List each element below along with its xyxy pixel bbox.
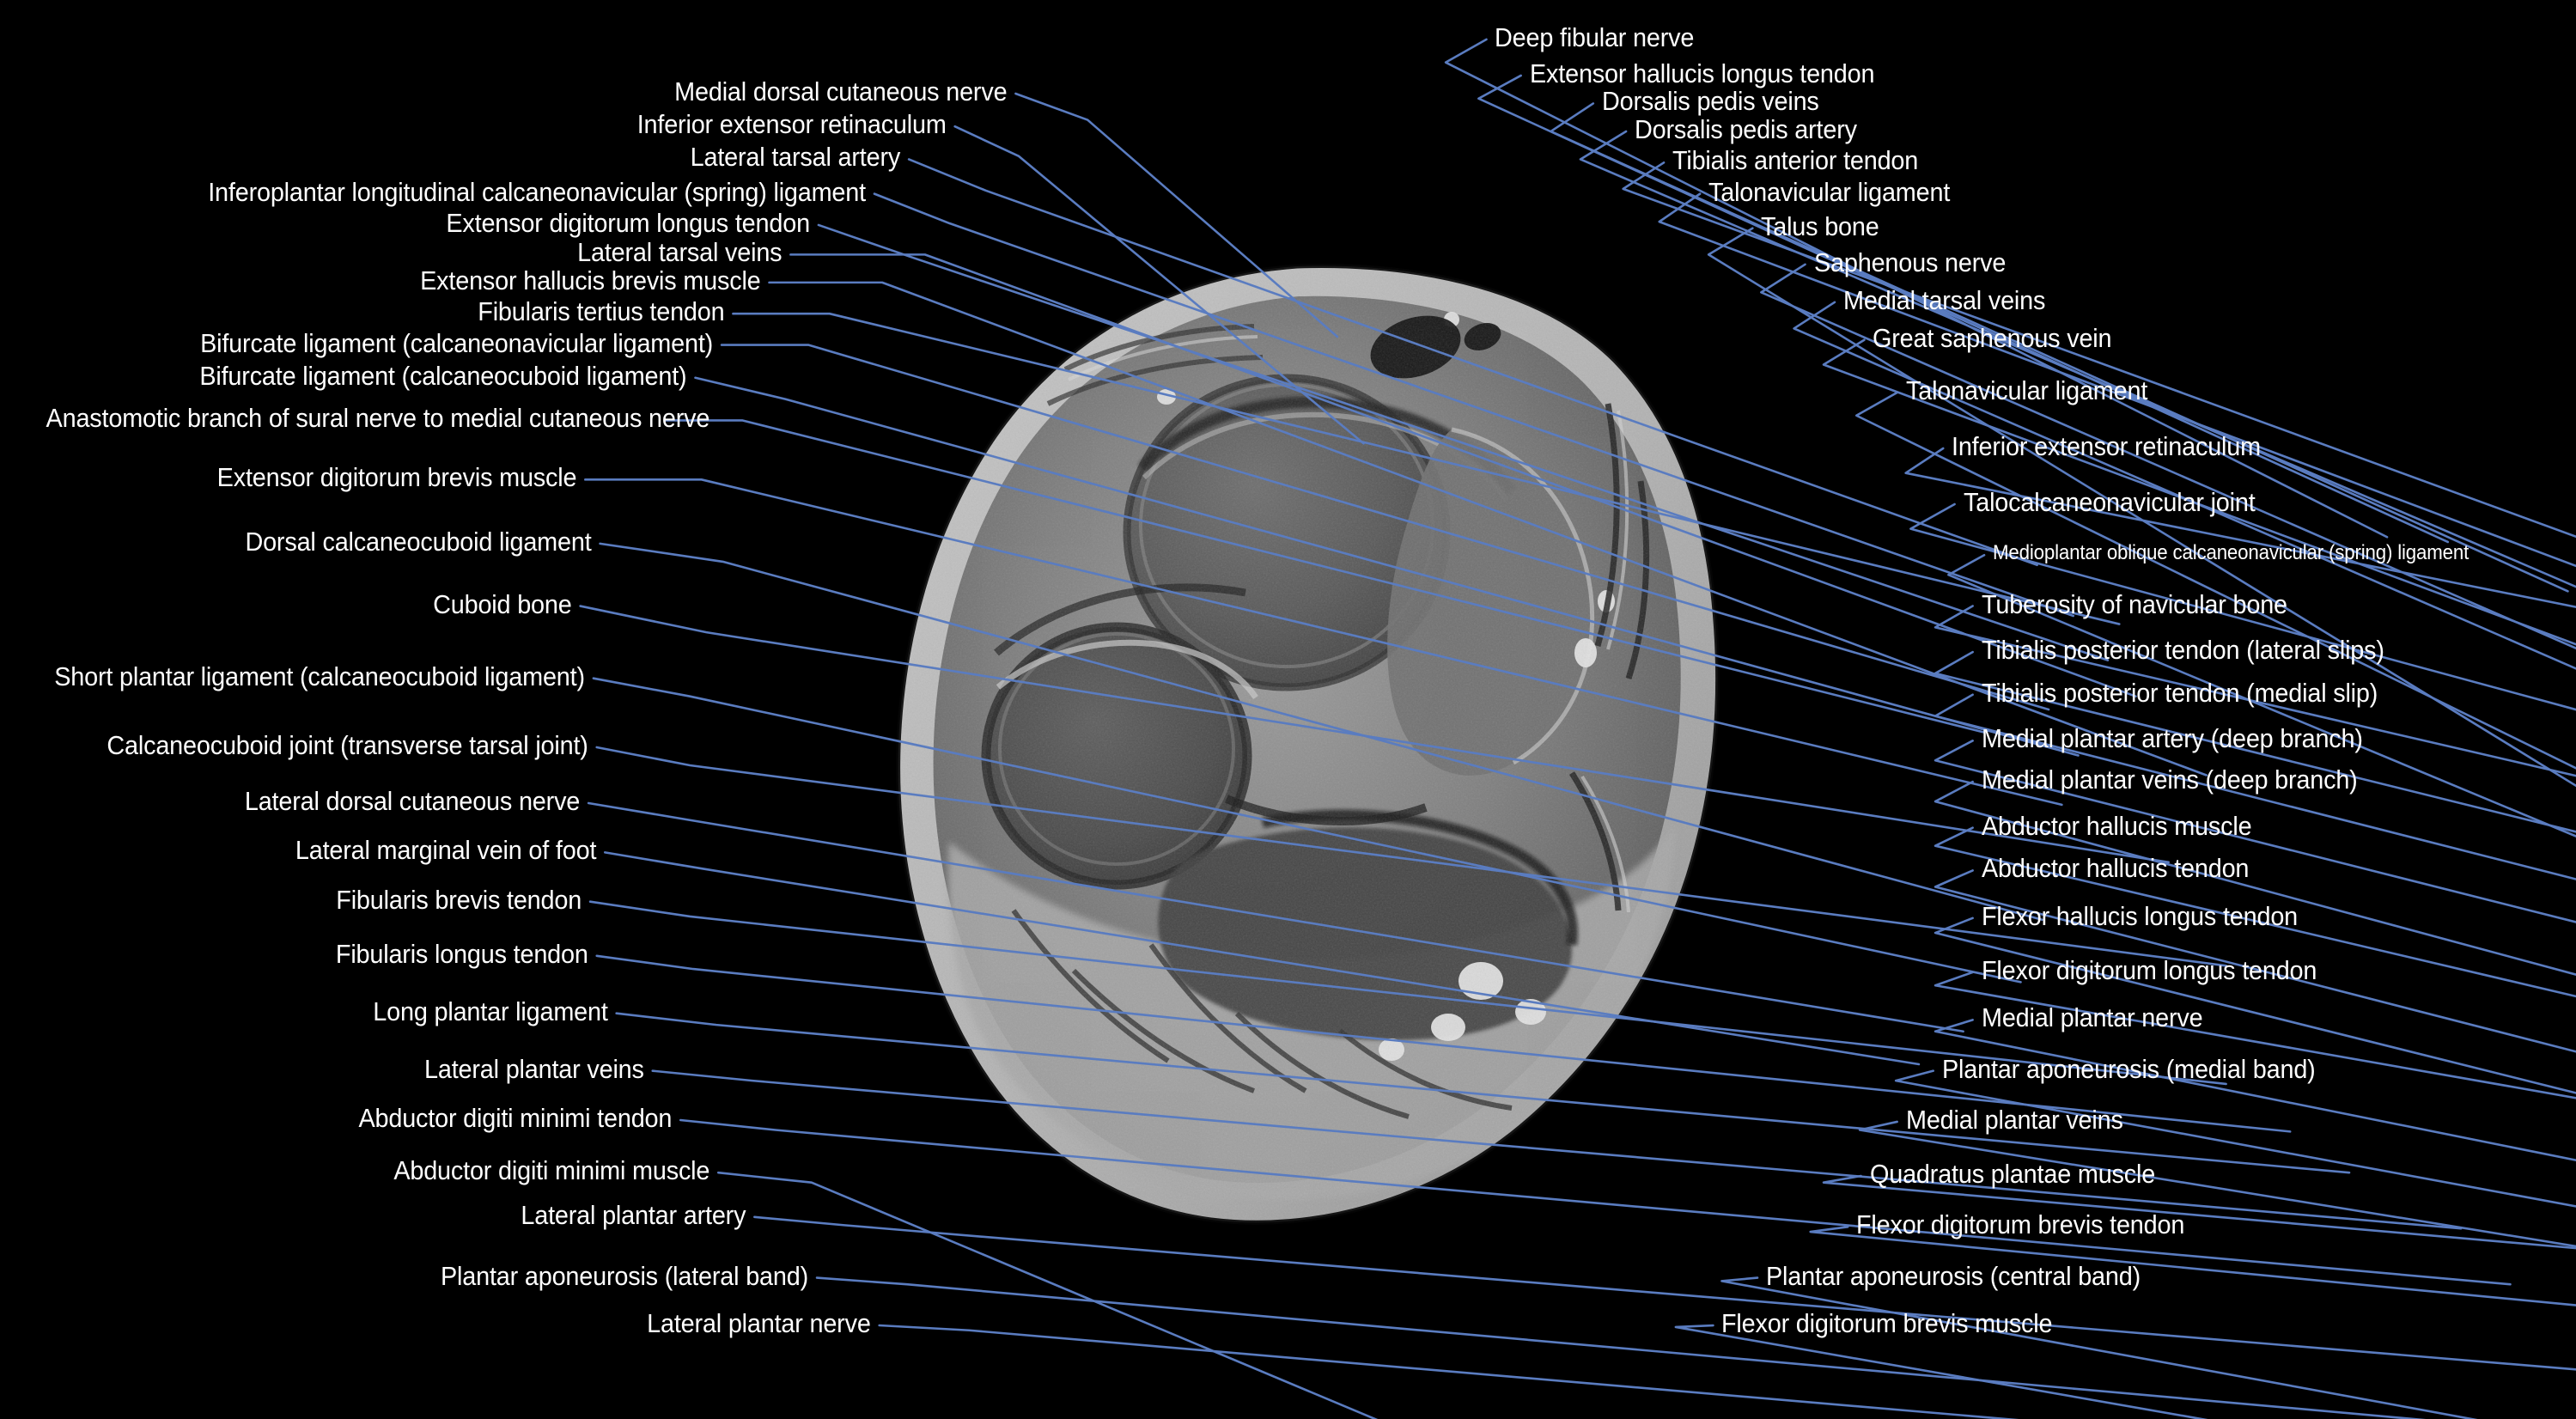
annotation-label: Abductor digiti minimi muscle: [393, 1155, 710, 1186]
annotation-label: Great saphenous vein: [1873, 322, 2112, 353]
annotation-label: Talonavicular ligament: [1905, 375, 2147, 405]
annotation-label: Extensor hallucis longus tendon: [1529, 58, 1875, 88]
annotation-label: Inferoplantar longitudinal calcaneonavic…: [208, 176, 866, 207]
annotation-label: Lateral tarsal veins: [577, 237, 783, 268]
annotation-label: Bifurcate ligament (calcaneocuboid ligam…: [199, 360, 687, 391]
annotation-label: Saphenous nerve: [1813, 247, 2006, 277]
annotation-label: Tuberosity of navicular bone: [1981, 588, 2287, 619]
annotation-label: Tibialis posterior tendon (lateral slips…: [1981, 635, 2384, 666]
annotation-label: Lateral plantar artery: [521, 1199, 746, 1230]
annotation-label: Lateral plantar nerve: [647, 1308, 871, 1338]
annotation-label: Flexor hallucis longus tendon: [1981, 900, 2298, 931]
annotation-label: Flexor digitorum brevis muscle: [1721, 1308, 2053, 1338]
annotation-label: Medial dorsal cutaneous nerve: [674, 76, 1008, 107]
annotation-label: Medial plantar veins (deep branch): [1981, 764, 2358, 795]
annotation-label: Talus bone: [1761, 210, 1879, 241]
annotation-label: Fibularis longus tendon: [335, 938, 588, 969]
annotation-label: Anastomotic branch of sural nerve to med…: [46, 403, 710, 434]
annotation-label: Talonavicular ligament: [1708, 176, 1951, 207]
annotation-label: Medioplantar oblique calcaneonavicular (…: [1993, 541, 2469, 565]
annotation-label: Inferior extensor retinaculum: [1952, 430, 2262, 461]
annotation-label: Extensor digitorum longus tendon: [446, 207, 810, 238]
annotation-label: Flexor digitorum longus tendon: [1981, 954, 2317, 985]
annotation-label: Cuboid bone: [433, 588, 572, 619]
annotation-label: Bifurcate ligament (calcaneonavicular li…: [200, 327, 714, 358]
annotation-label: Dorsalis pedis veins: [1601, 86, 1819, 117]
annotation-label: Lateral dorsal cutaneous nerve: [244, 785, 581, 816]
annotation-label: Plantar aponeurosis (central band): [1766, 1260, 2141, 1291]
annotation-label: Extensor hallucis brevis muscle: [420, 265, 761, 295]
annotation-label: Abductor hallucis tendon: [1981, 853, 2249, 884]
annotation-label: Fibularis brevis tendon: [336, 884, 582, 915]
annotation-label: Long plantar ligament: [373, 996, 608, 1026]
annotation-label: Plantar aponeurosis (lateral band): [441, 1260, 808, 1291]
annotation-label: Plantar aponeurosis (medial band): [1941, 1053, 2316, 1084]
annotation-label: Lateral marginal vein of foot: [295, 835, 597, 866]
annotation-label: Abductor digiti minimi tendon: [358, 1103, 673, 1133]
annotation-label: Abductor hallucis muscle: [1981, 810, 2252, 841]
annotation-label: Tibialis anterior tendon: [1672, 145, 1919, 176]
annotation-label: Dorsalis pedis artery: [1635, 113, 1857, 144]
annotation-label: Deep fibular nerve: [1495, 21, 1695, 52]
annotation-label: Quadratus plantae muscle: [1869, 1159, 2155, 1190]
annotation-label: Lateral tarsal artery: [690, 142, 901, 173]
annotation-label: Talocalcaneonavicular joint: [1963, 486, 2256, 517]
annotation-label: Inferior extensor retinaculum: [636, 109, 947, 140]
annotation-label: Tibialis posterior tendon (medial slip): [1981, 677, 2378, 708]
annotation-label: Calcaneocuboid joint (transverse tarsal …: [107, 729, 588, 760]
annotation-label: Medial plantar veins: [1905, 1104, 2123, 1135]
annotation-label: Lateral plantar veins: [424, 1053, 644, 1084]
annotation-label: Medial plantar artery (deep branch): [1981, 723, 2363, 754]
annotation-label: Medial plantar nerve: [1981, 1002, 2203, 1033]
annotation-label: Fibularis tertius tendon: [478, 296, 725, 327]
annotation-label: Flexor digitorum brevis tendon: [1856, 1209, 2185, 1240]
annotation-label: Dorsal calcaneocuboid ligament: [245, 526, 592, 557]
annotation-label: Extensor digitorum brevis muscle: [216, 462, 577, 493]
annotation-label: Medial tarsal veins: [1842, 284, 2046, 315]
annotation-label: Short plantar ligament (calcaneocuboid l…: [54, 661, 585, 691]
